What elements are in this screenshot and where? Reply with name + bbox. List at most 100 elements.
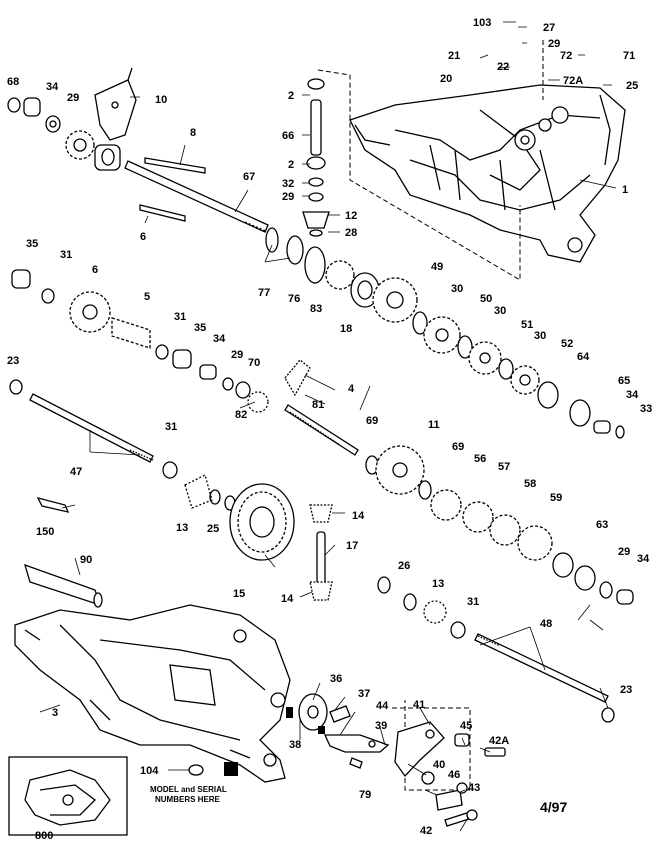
callout: 6 (92, 264, 98, 276)
callout: 57 (498, 461, 510, 473)
callout: 63 (596, 519, 608, 531)
callout: 21 (448, 50, 460, 62)
callout: 38 (289, 739, 301, 751)
callout: 59 (550, 492, 562, 504)
callout: 4 (348, 383, 355, 395)
part-150 (36, 497, 70, 513)
callout: 33 (640, 403, 652, 415)
alignment-line (317, 69, 521, 281)
callout: 150 (36, 526, 54, 538)
washers-77-76 (265, 227, 326, 284)
callout: 2 (288, 90, 294, 102)
callout: 29 (231, 349, 243, 361)
callout: 14 (352, 510, 365, 522)
callout: 18 (340, 323, 352, 335)
callout: 56 (474, 453, 486, 465)
callout: 31 (60, 249, 72, 261)
callout: 46 (448, 769, 460, 781)
small-parts-top-left (7, 67, 206, 222)
callout: 104 (140, 765, 159, 777)
gear-row-upper (372, 277, 625, 439)
lower-housing (14, 604, 291, 783)
callout: 25 (626, 80, 638, 92)
callout: 27 (543, 22, 555, 34)
callout: 48 (540, 618, 552, 630)
callout: 50 (480, 293, 492, 305)
callout: 10 (155, 94, 167, 106)
tag-line-1: MODEL and SERIAL (150, 785, 227, 794)
callout: 76 (288, 293, 300, 305)
callout: 26 (398, 560, 410, 572)
callout: 67 (243, 171, 255, 183)
axle-tube-90 (24, 563, 103, 608)
callout: 41 (413, 699, 425, 711)
callout: 2 (288, 159, 294, 171)
callout: 68 (7, 76, 19, 88)
shaft-48 (474, 633, 609, 703)
callout: 52 (561, 338, 573, 350)
inset-overview (8, 756, 128, 836)
callout: 35 (194, 322, 206, 334)
callout: 82 (235, 409, 247, 421)
callout: 11 (428, 419, 440, 431)
callout: 36 (330, 673, 342, 685)
washer-31 (162, 461, 178, 479)
callout: 28 (345, 227, 357, 239)
callout: 23 (7, 355, 19, 367)
callout: 77 (258, 287, 270, 299)
callout: 64 (577, 351, 590, 363)
date-code: 4/97 (540, 799, 567, 815)
callout-labels: 103 27 29 21 22 72 71 72A 20 25 68 34 29… (7, 17, 652, 842)
callout: 51 (521, 319, 533, 331)
callout: 66 (282, 130, 294, 142)
callout: 12 (345, 210, 357, 222)
shaft-4 (284, 404, 359, 456)
gear-83 (325, 260, 355, 290)
callout: 65 (618, 375, 630, 387)
callout: 29 (618, 546, 630, 558)
callout: 69 (452, 441, 464, 453)
differential-gears (184, 474, 295, 561)
callout: 30 (534, 330, 546, 342)
pinion-parts (309, 504, 333, 601)
callout: 29 (67, 92, 79, 104)
ring-23-lower (601, 707, 615, 723)
callout: 22 (497, 61, 509, 73)
callout: 31 (174, 311, 186, 323)
callout: 34 (213, 333, 226, 345)
callout: 44 (376, 700, 389, 712)
callout: 17 (346, 540, 358, 552)
linkage-parts (286, 693, 506, 827)
callout: 15 (233, 588, 245, 600)
callout: 29 (548, 38, 560, 50)
callout: 1 (622, 184, 628, 196)
callout: 31 (165, 421, 177, 433)
callout: 40 (433, 759, 445, 771)
callout: 49 (431, 261, 443, 273)
callout: 14 (281, 593, 294, 605)
vertical-shaft-stack (302, 78, 330, 237)
callout: 58 (524, 478, 536, 490)
callout: 69 (366, 415, 378, 427)
callout: 47 (70, 466, 82, 478)
ring-23 (9, 379, 23, 395)
bearings-63 (552, 552, 634, 605)
callout: 34 (46, 81, 59, 93)
callout: 32 (282, 178, 294, 190)
callout: 23 (620, 684, 632, 696)
bearing-18 (350, 272, 380, 308)
callout: 79 (359, 789, 371, 801)
callout: 81 (312, 399, 324, 411)
callout: 70 (248, 357, 260, 369)
callout: 5 (144, 291, 150, 303)
callout: 6 (140, 231, 146, 243)
callout: 42A (489, 735, 509, 747)
callout: 34 (637, 553, 650, 565)
callout: 39 (375, 720, 387, 732)
callout: 83 (310, 303, 322, 315)
callout: 31 (467, 596, 479, 608)
callout: 30 (451, 283, 463, 295)
callout: 25 (207, 523, 219, 535)
alignment-line (392, 700, 471, 791)
